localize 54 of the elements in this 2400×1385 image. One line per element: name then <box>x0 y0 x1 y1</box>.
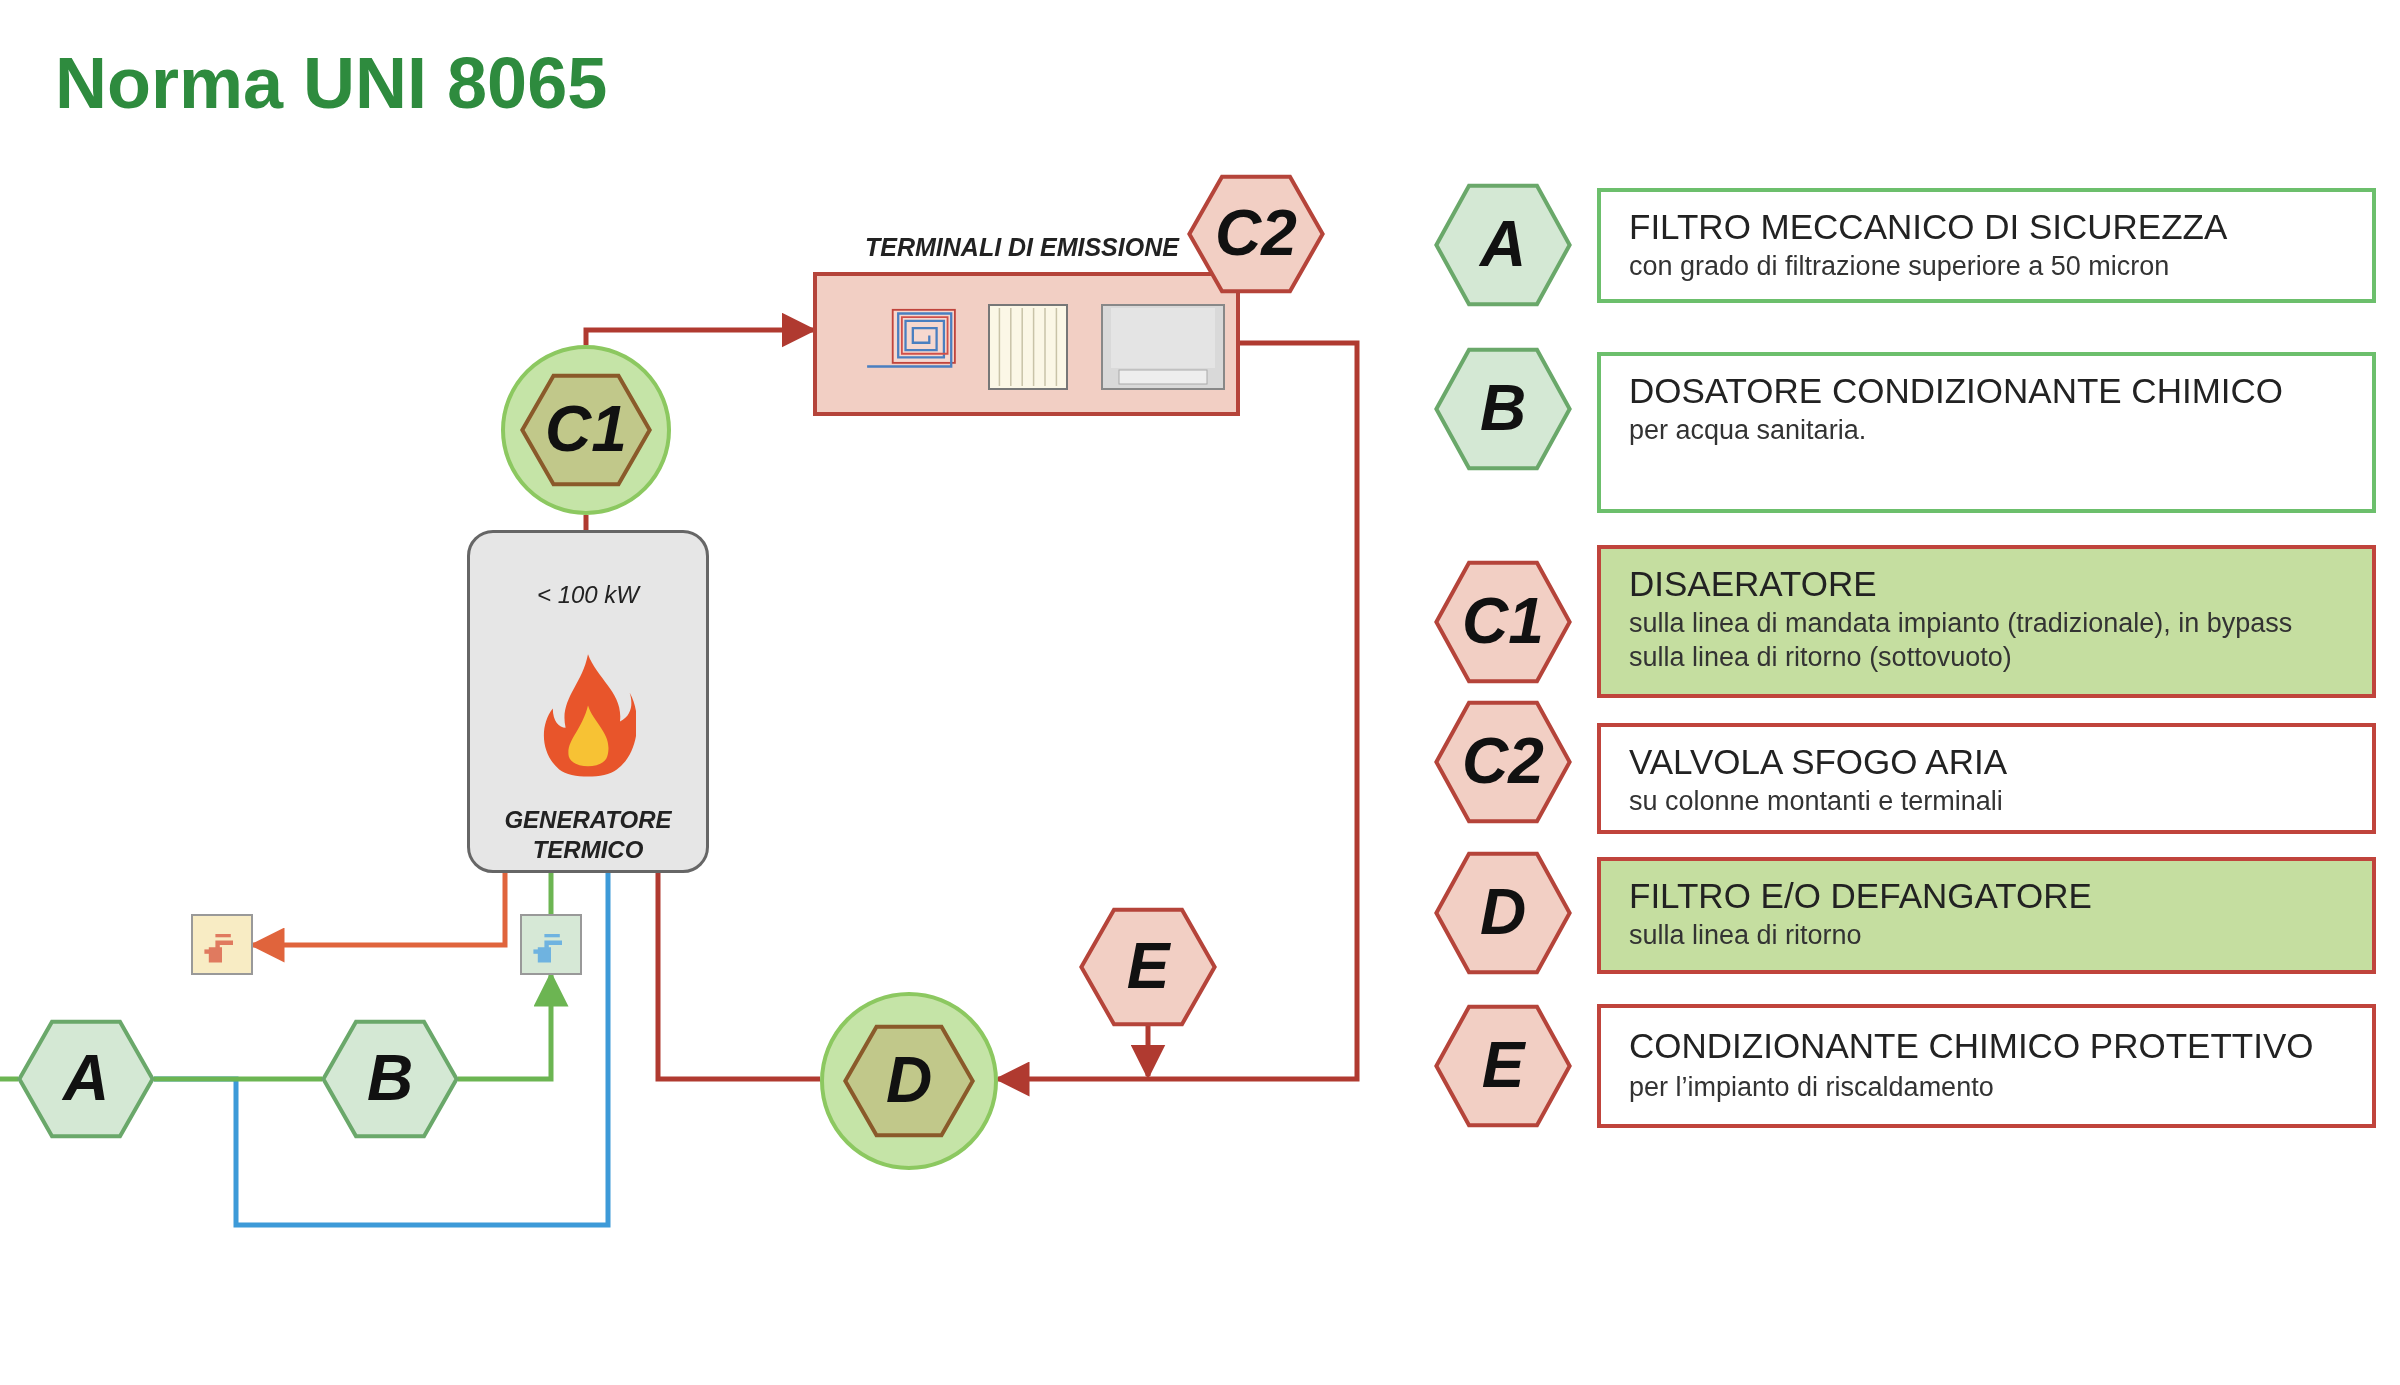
description-box <box>1597 352 2376 513</box>
description-box <box>1597 857 2376 974</box>
marker-letter: D <box>885 1047 933 1112</box>
hexagon-badge <box>322 1020 458 1138</box>
marker-letter: C1 <box>545 396 627 461</box>
tap-tile <box>520 914 582 975</box>
marker-letter: B <box>1479 375 1527 440</box>
diagram-title: Norma UNI 8065 <box>55 42 608 124</box>
description-box <box>1597 188 2376 303</box>
pipe-line <box>548 873 554 914</box>
marker-letter: B <box>366 1045 414 1110</box>
hexagon-badge <box>1435 184 1571 306</box>
hexagon-badge <box>1435 701 1571 823</box>
hexagon-badge <box>1435 852 1571 974</box>
tap-tile <box>191 914 253 975</box>
marker-letter: E <box>1126 933 1170 998</box>
description-text: per l’impianto di riscaldamento <box>1629 1072 1994 1103</box>
pipe-line <box>0 1076 18 1082</box>
marker-letter: E <box>1481 1032 1525 1097</box>
description-heading: DOSATORE CONDIZIONANTE CHIMICO <box>1629 370 2284 412</box>
description-heading: FILTRO MECCANICO DI SICUREZZA <box>1629 206 2229 248</box>
description-box <box>1597 545 2376 698</box>
description-text: per acqua sanitaria. <box>1629 414 1868 447</box>
hexagon-badge <box>1435 1005 1571 1127</box>
description-box <box>1597 1004 2376 1128</box>
section-heading: TERMINALI DI EMISSIONE <box>865 233 1179 262</box>
description-text: sulla linea di ritorno <box>1629 919 1863 952</box>
marker-letter: C2 <box>1215 200 1297 265</box>
hexagon-badge <box>18 1020 154 1138</box>
device-label: GENERATORE TERMICO <box>503 805 673 865</box>
hexagon-badge <box>1188 175 1324 293</box>
pipe-line <box>1130 1026 1166 1080</box>
marker-letter: D <box>1479 879 1527 944</box>
pipe-line <box>655 873 820 1082</box>
pipe-line <box>583 515 589 530</box>
marker-letter: A <box>62 1045 110 1110</box>
description-heading: VALVOLA SFOGO ARIA <box>1629 741 2008 783</box>
boiler-box <box>467 530 709 873</box>
hexagon-badge <box>1435 561 1571 683</box>
pipe-line <box>154 1076 322 1082</box>
description-text: su colonne montanti e terminali <box>1629 785 2004 818</box>
hexagon-badge <box>1080 908 1216 1026</box>
hexagon-badge <box>1435 348 1571 470</box>
power-label: < 100 kW <box>535 581 642 609</box>
description-heading: CONDIZIONANTE CHIMICO PROTETTIVO <box>1629 1026 2314 1065</box>
pipe-line <box>994 340 1360 1097</box>
description-text: con grado di filtrazione superiore a 50 micron <box>1629 250 2171 283</box>
description-heading: DISAERATORE <box>1629 563 1878 605</box>
description-heading: FILTRO E/O DEFANGATORE <box>1629 875 2093 917</box>
marker-letter: A <box>1479 211 1527 276</box>
marker-letter: C2 <box>1462 728 1544 793</box>
marker-letter: C1 <box>1462 588 1544 653</box>
description-text: sulla linea di mandata impianto (tradizionale), in bypass sulla linea di ritorno (sottovuoto) <box>1629 607 2294 674</box>
description-box <box>1597 723 2376 834</box>
